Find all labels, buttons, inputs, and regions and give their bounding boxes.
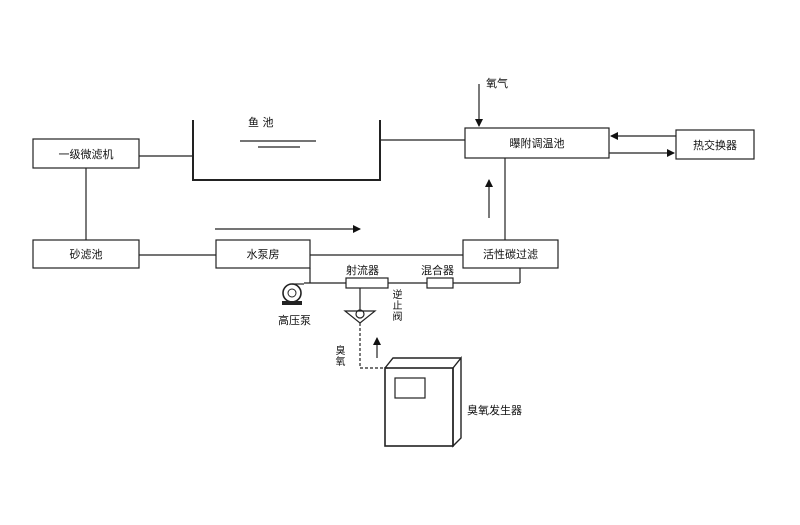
fish-pond-label: 鱼 池 xyxy=(248,116,274,129)
carbon-filter-box xyxy=(462,239,559,269)
carbon-filter-label: 活性碳过滤 xyxy=(483,248,538,261)
ozone-flow-label: 臭氧 xyxy=(335,346,346,368)
pump-room-box xyxy=(215,239,311,269)
mixer-label: 混合器 xyxy=(421,264,454,277)
ozone-generator-display xyxy=(394,377,426,399)
check-valve-symbol xyxy=(343,310,377,324)
ejector-box xyxy=(345,277,389,289)
oxygen-label: 氧气 xyxy=(486,77,508,90)
high-pressure-pump-label: 高压泵 xyxy=(278,314,311,327)
ozone-feed-line xyxy=(359,323,388,369)
aeration-tank-label: 曝附调温池 xyxy=(509,137,565,150)
ozone-generator-top xyxy=(384,357,461,369)
ejector-label: 射流器 xyxy=(346,264,379,277)
pump-room-label: 水泵房 xyxy=(246,248,280,261)
primary-filter-label: 一级微滤机 xyxy=(58,147,114,161)
ozone-generator-side-panel xyxy=(452,356,462,448)
heat-exchanger-label: 热交换器 xyxy=(693,138,737,152)
aeration-tank-box xyxy=(464,127,610,159)
ozone-generator-label: 臭氧发生器 xyxy=(467,404,522,417)
check-valve-label: 逆止阀 xyxy=(392,290,403,323)
mixer-box xyxy=(426,277,454,289)
heat-exchanger-box xyxy=(675,129,755,160)
sand-filter-label: 砂滤池 xyxy=(69,248,103,261)
fish-pond-tank xyxy=(192,120,381,181)
high-pressure-pump-icon xyxy=(282,283,304,305)
